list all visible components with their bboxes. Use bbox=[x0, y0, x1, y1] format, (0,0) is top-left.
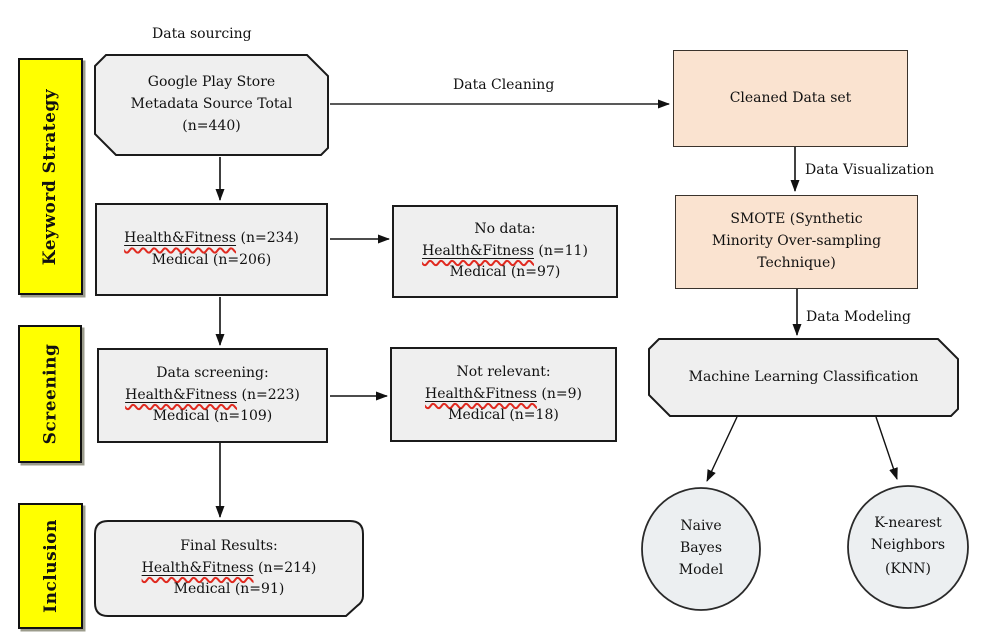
stage-keyword-strategy: Keyword Strategy bbox=[18, 58, 83, 295]
not-relevant-line3: Medical (n=18) bbox=[448, 407, 559, 424]
knn-line2: Neighbors bbox=[870, 536, 946, 553]
final-results-title: Final Results: bbox=[180, 537, 278, 554]
stage-inclusion-label: Inclusion bbox=[40, 519, 61, 613]
data-screening-line3: Medical (n=109) bbox=[152, 408, 273, 425]
google-play-source-box: Google Play Store Metadata Source Total … bbox=[95, 55, 328, 155]
final-results-rest: (n=214) bbox=[253, 559, 317, 576]
not-relevant-underlined-term: Health&Fitness bbox=[425, 385, 537, 402]
keyword-counts-underlined-term: Health&Fitness bbox=[124, 229, 237, 246]
no-data-underlined-term: Health&Fitness bbox=[422, 242, 534, 259]
naive-bayes-line3: Model bbox=[678, 561, 724, 578]
no-data-box: No data: Health&Fitness (n=11) Medical (… bbox=[392, 205, 618, 298]
naive-bayes-node: Naive Bayes Model bbox=[641, 489, 761, 609]
arrow-ml-to-naive-bayes bbox=[706, 416, 738, 482]
final-results-box-shape bbox=[94, 520, 364, 617]
data-screening-title: Data screening: bbox=[156, 364, 269, 381]
no-data-rest: (n=11) bbox=[533, 242, 588, 259]
google-play-box-shape bbox=[94, 54, 329, 156]
naive-bayes-circle bbox=[641, 487, 761, 611]
not-relevant-rest: (n=9) bbox=[536, 385, 582, 402]
final-results-box: Final Results: Health&Fitness (n=214) Me… bbox=[95, 521, 363, 616]
stage-inclusion: Inclusion bbox=[18, 503, 83, 629]
data-visualization-label: Data Visualization bbox=[805, 162, 935, 178]
no-data-title: No data: bbox=[474, 220, 536, 237]
google-play-line2: Metadata Source Total bbox=[130, 96, 293, 113]
final-results-line3: Medical (n=91) bbox=[173, 581, 285, 598]
cleaned-data-box: Cleaned Data set bbox=[673, 50, 908, 147]
data-screening-underlined-term: Health&Fitness bbox=[125, 386, 238, 403]
cleaned-data-label: Cleaned Data set bbox=[729, 89, 852, 106]
not-relevant-title: Not relevant: bbox=[456, 363, 551, 380]
stage-keyword-strategy-label: Keyword Strategy bbox=[40, 88, 61, 265]
naive-bayes-line2: Bayes bbox=[679, 540, 722, 557]
knn-line1: K-nearest bbox=[874, 514, 942, 531]
data-cleaning-label: Data Cleaning bbox=[453, 77, 555, 93]
ml-classification-label: Machine Learning Classification bbox=[688, 368, 919, 385]
ml-classification-box-shape bbox=[648, 338, 959, 417]
knn-node: K-nearest Neighbors (KNN) bbox=[847, 486, 969, 608]
google-play-line1: Google Play Store bbox=[147, 74, 276, 91]
keyword-counts-line2: Medical (n=206) bbox=[151, 251, 272, 268]
smote-line1: SMOTE (Synthetic bbox=[730, 211, 863, 228]
data-screening-rest: (n=223) bbox=[237, 386, 300, 403]
google-play-line3: (n=440) bbox=[182, 117, 241, 134]
keyword-counts-box: Health&Fitness (n=234) Medical (n=206) bbox=[95, 203, 328, 296]
arrow-ml-to-knn bbox=[875, 416, 898, 480]
final-results-underlined-term: Health&Fitness bbox=[141, 559, 254, 576]
smote-line2: Minority Over-sampling bbox=[711, 233, 882, 250]
ml-classification-box: Machine Learning Classification bbox=[649, 339, 958, 416]
data-screening-box: Data screening: Health&Fitness (n=223) M… bbox=[97, 348, 328, 443]
stage-screening-label: Screening bbox=[40, 343, 60, 445]
keyword-counts-rest: (n=234) bbox=[236, 229, 299, 246]
smote-box: SMOTE (Synthetic Minority Over-sampling … bbox=[675, 195, 918, 289]
knn-line3: (KNN) bbox=[885, 561, 931, 578]
data-modeling-label: Data Modeling bbox=[806, 309, 911, 325]
stage-screening: Screening bbox=[18, 325, 82, 463]
knn-circle bbox=[847, 485, 969, 609]
not-relevant-box: Not relevant: Health&Fitness (n=9) Medic… bbox=[390, 347, 617, 442]
smote-line3: Technique) bbox=[757, 254, 836, 271]
naive-bayes-line1: Naive bbox=[680, 518, 722, 535]
no-data-line3: Medical (n=97) bbox=[449, 264, 561, 281]
data-sourcing-label: Data sourcing bbox=[152, 26, 252, 42]
